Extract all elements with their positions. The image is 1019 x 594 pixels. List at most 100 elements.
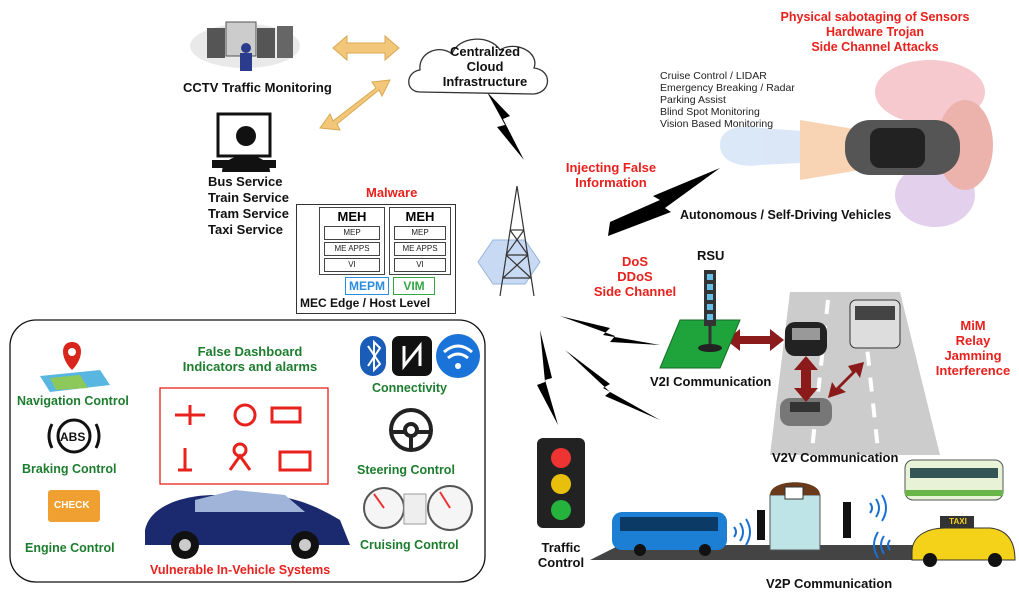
service-bus: Bus Service [208,174,283,189]
mep-box-1: MEP [324,226,380,240]
arrow-car-car [794,356,818,402]
false-info-line2: Information [575,175,647,190]
mim-line1: MiM [960,318,986,333]
feature-parking: Parking Assist [660,94,726,106]
bolt-v2i [560,316,660,345]
mec-host-box: MEH MEP ME APPS VI MEH MEP ME APPS VI ME… [296,204,456,314]
engine-control-label: Engine Control [25,541,115,555]
cloud-shape [408,38,549,95]
meh-title-2: MEH [405,209,435,224]
mim-line4: Interference [935,363,1011,378]
dos-line1: DoS [622,254,648,269]
vim-box: VIM [393,277,435,295]
vi-box-2: VI [394,258,446,272]
service-train: Train Service [208,190,289,205]
autonomous-car [845,120,960,175]
dos-label: DoS DDoS Side Channel [585,254,685,299]
false-info-label: Injecting False Information [556,160,666,190]
wifi-waves [733,494,891,559]
abs-icon-shape [47,418,101,454]
traffic-light-icon [537,438,585,528]
malware-label: Malware [366,185,418,200]
in-vehicle-title: Vulnerable In-Vehicle Systems [150,563,331,577]
cloud-label: Centralized Cloud Infrastructure [430,44,540,89]
red-arrows [726,329,864,402]
me-apps-box-2: ME APPS [394,242,446,256]
meh-block-2: MEH MEP ME APPS VI [389,207,451,275]
dashboard-label: False Dashboard Indicators and alarms [165,344,335,374]
traffic-line1: Traffic [541,540,581,555]
arrow-cctv-cloud [332,34,400,62]
traffic-control-label: Traffic Control [536,540,586,570]
mep-box-2: MEP [394,226,446,240]
gauges-icon [363,485,473,531]
mec-footer: MEC Edge / Host Level [300,296,431,310]
wifi-icon [436,334,480,378]
feature-vision: Vision Based Monitoring [660,118,774,130]
v2v-label: V2V Communication [772,450,899,465]
dos-line2: DDoS [617,269,653,284]
cell-tower [499,185,535,297]
dashboard-line2: Indicators and alarms [182,359,318,374]
map-icon [40,342,110,392]
transport-services: Bus Service Train Service Tram Service T… [208,174,289,238]
cctv-label: CCTV Traffic Monitoring [183,80,332,95]
rsu-label: RSU [697,248,725,263]
connectivity-label: Connectivity [372,381,448,395]
cctv-icon [190,21,300,71]
cloud-label-line1: Centralized [449,44,521,59]
dos-line3: Side Channel [593,284,677,299]
transport-monitor-icon [212,112,276,172]
mim-label: MiM Relay Jamming Interference [928,318,1018,378]
arrow-rsu-car [726,329,784,351]
steering-wheel-icon [389,408,433,452]
mim-line2: Relay [955,333,991,348]
blue-car-icon [145,490,350,559]
feature-blindspot: Blind Spot Monitoring [660,106,760,118]
feature-cruise: Cruise Control / LIDAR [660,70,767,82]
check-engine-icon: CHECK [54,500,90,511]
steering-control-label: Steering Control [357,463,455,477]
bolt-traffic [537,330,558,425]
dashboard-indicators [175,403,312,472]
cloud-label-line3: Infrastructure [442,74,528,89]
road-vehicles [780,299,901,426]
service-taxi: Taxi Service [208,222,283,237]
v2i-label: V2I Communication [650,374,772,389]
engine-check-shape [48,490,100,522]
sensor-attacks: Physical sabotaging of Sensors Hardware … [760,10,990,55]
vi-box-1: VI [324,258,380,272]
me-apps-box-1: ME APPS [324,242,380,256]
cloud-label-line2: Cloud [466,59,504,74]
arrow-diag [828,362,864,398]
abs-icon: ABS [60,430,86,444]
navigation-control-label: Navigation Control [17,394,129,408]
taxi-sign: TAXI [949,517,967,526]
arrow-transport-cloud [319,79,391,131]
nfc-icon [392,336,432,376]
attack-side-channel: Side Channel Attacks [811,40,939,54]
bolt-v2v [565,350,660,420]
dashboard-line1: False Dashboard [197,344,303,359]
autonomous-label: Autonomous / Self-Driving Vehicles [680,208,892,222]
feature-braking: Emergency Breaking / Radar [660,82,795,94]
bluetooth-icon [360,336,386,376]
meh-title-1: MEH [337,209,367,224]
mepm-box: MEPM [345,277,389,295]
bolt-cloud-tower [487,92,524,160]
sensor-features: Cruise Control / LIDAR Emergency Breakin… [660,70,795,130]
attack-physical: Physical sabotaging of Sensors [780,10,970,24]
bolt-autonomous [608,168,720,236]
rsu-icon [659,270,741,369]
mim-line3: Jamming [944,348,1002,363]
lightning-bolts [487,92,720,425]
cruising-control-label: Cruising Control [360,538,459,552]
gold-arrows [319,34,400,131]
false-info-line1: Injecting False [565,160,657,175]
v2p-label: V2P Communication [766,576,893,591]
braking-control-label: Braking Control [22,462,117,476]
attack-trojan: Hardware Trojan [826,25,924,39]
service-tram: Tram Service [208,206,289,221]
traffic-line2: Control [537,555,585,570]
